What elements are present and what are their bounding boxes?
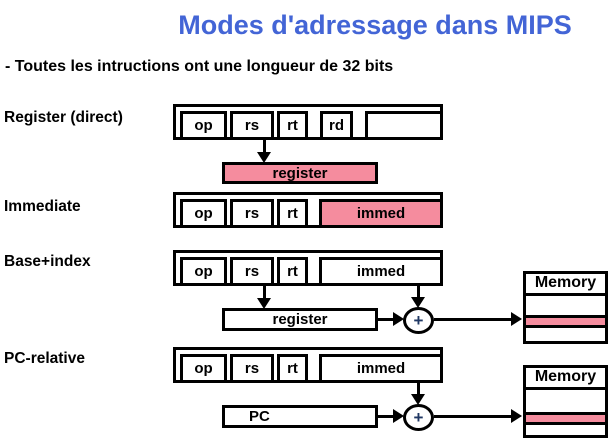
arrowhead-down-icon — [411, 297, 425, 308]
memory-box-base-index: Memory — [523, 271, 608, 344]
arrowhead-right-icon — [511, 312, 522, 326]
field-rs: rs — [230, 199, 274, 225]
instruction-box-immediate: op rs rt immed — [173, 192, 443, 228]
instruction-box-register-direct: op rs rt rd — [173, 104, 443, 140]
register-box-direct: register — [222, 162, 378, 184]
field-rs: rs — [230, 111, 274, 137]
arrow-line-register-to-adder — [377, 318, 394, 321]
arrowhead-right-icon — [511, 409, 522, 423]
arrow-line-rs-to-register — [263, 139, 266, 153]
memory-selected-cell — [526, 315, 605, 328]
field-rs: rs — [230, 257, 274, 283]
arrowhead-down-icon — [411, 394, 425, 405]
arrow-line-immed-to-adder — [417, 381, 420, 395]
adder-plus-icon: + — [403, 307, 434, 334]
field-rd: rd — [320, 111, 353, 137]
instruction-box-pc-relative: op rs rt immed — [173, 347, 443, 383]
mode-label-register-direct: Register (direct) — [4, 109, 123, 126]
mode-label-immediate: Immediate — [4, 198, 81, 215]
field-rt: rt — [277, 111, 308, 137]
field-op: op — [180, 199, 227, 225]
arrow-line-rs-to-register — [263, 284, 266, 299]
page-title: Modes d'adressage dans MIPS — [178, 10, 572, 40]
field-immed: immed — [319, 257, 440, 283]
field-rs: rs — [230, 354, 274, 380]
arrowhead-right-icon — [393, 409, 404, 423]
arrow-line-adder-to-memory — [434, 415, 512, 418]
arrow-line-pc-to-adder — [377, 415, 394, 418]
field-rt: rt — [277, 354, 308, 380]
field-unused — [365, 111, 440, 137]
mode-label-pc-relative: PC-relative — [4, 350, 85, 367]
arrowhead-down-icon — [257, 152, 271, 163]
register-box-base-index: register — [222, 308, 378, 331]
memory-label: Memory — [526, 274, 605, 296]
arrow-line-adder-to-memory — [434, 318, 512, 321]
field-immed: immed — [319, 354, 440, 380]
subtitle-note: - Toutes les intructions ont une longueu… — [5, 58, 394, 75]
field-rt: rt — [277, 199, 308, 225]
pc-box: PC — [222, 405, 378, 428]
instruction-box-base-index: op rs rt immed — [173, 250, 443, 286]
field-rt: rt — [277, 257, 308, 283]
memory-box-pc-relative: Memory — [523, 365, 608, 438]
arrowhead-down-icon — [257, 298, 271, 309]
field-op: op — [180, 257, 227, 283]
adder-plus-icon: + — [403, 404, 434, 431]
arrowhead-right-icon — [393, 312, 404, 326]
memory-label: Memory — [526, 368, 605, 390]
field-immed: immed — [319, 199, 440, 225]
mode-label-base-index: Base+index — [4, 253, 91, 270]
arrow-line-immed-to-adder — [417, 284, 420, 298]
field-op: op — [180, 111, 227, 137]
field-op: op — [180, 354, 227, 380]
memory-selected-cell — [526, 412, 605, 425]
